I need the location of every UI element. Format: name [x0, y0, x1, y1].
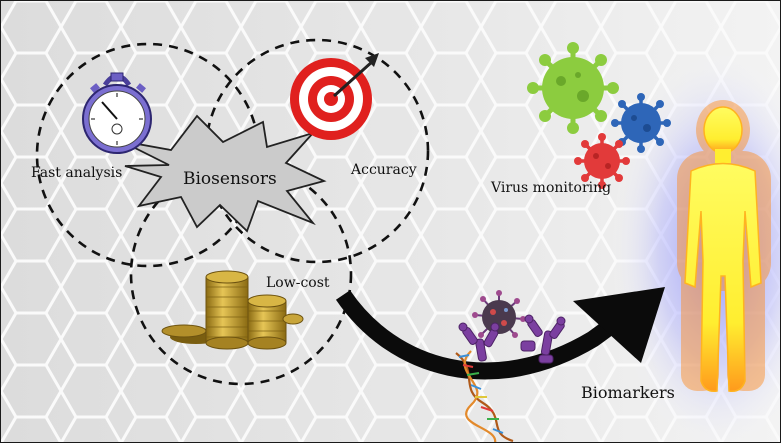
- stopwatch-icon: [82, 72, 152, 154]
- coronavirus-particle-icon: [472, 290, 526, 338]
- antibody-icon: [458, 322, 500, 362]
- virus-icon-green: [527, 42, 619, 134]
- target-icon: [290, 53, 379, 140]
- label-biosensors: Biosensors: [183, 169, 277, 189]
- dna-helix-icon: [455, 350, 514, 442]
- label-biomarkers: Biomarkers: [581, 383, 675, 402]
- venn-circle-accuracy: [204, 38, 430, 264]
- label-virus-monitoring: Virus monitoring: [491, 180, 612, 196]
- label-accuracy: Accuracy: [351, 162, 417, 178]
- curved-arrow: [335, 287, 665, 380]
- antibody-icon: [520, 314, 566, 364]
- coins-icon: [161, 270, 304, 350]
- virus-icon-blue: [611, 93, 671, 153]
- antibody-icons: [458, 314, 566, 364]
- label-low-cost: Low-cost: [266, 275, 330, 291]
- label-fast-analysis: Fast analysis: [31, 165, 123, 181]
- virus-icon-red: [574, 133, 630, 189]
- biosensors-starburst: [120, 114, 327, 233]
- human-silhouette-icon: [677, 100, 771, 393]
